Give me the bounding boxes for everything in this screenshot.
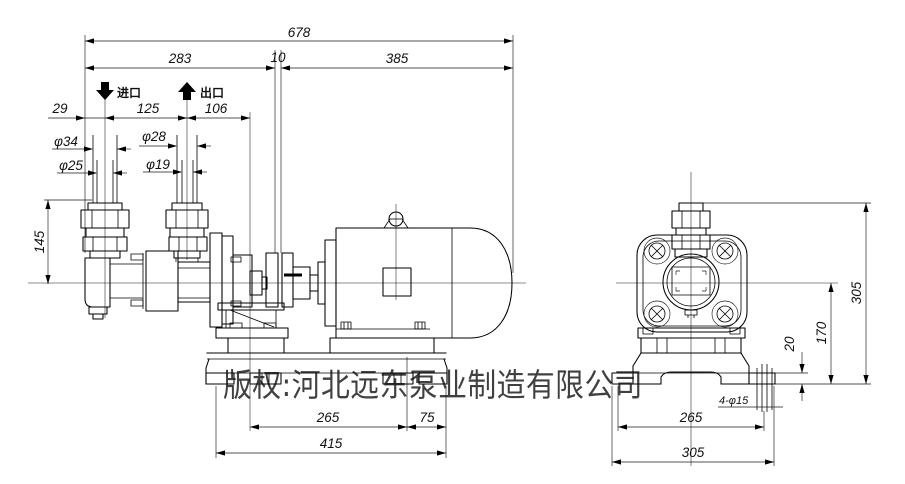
inlet-union-fitting — [80, 202, 130, 259]
top-union-fitting — [671, 202, 711, 258]
motor-riser-block — [329, 337, 435, 354]
dim-port-offsets: 29 125 106 — [48, 101, 250, 121]
dim-foot-overhang-value: 75 — [419, 410, 435, 425]
outlet-label: 出口 — [200, 85, 224, 100]
dim-inlet-offset-value: 29 — [51, 101, 68, 116]
dim-centerline-height: 170 — [814, 283, 834, 384]
dim-bolt-spacing: 265 — [618, 410, 764, 430]
dim-overall-length: 678 — [85, 25, 513, 44]
dim-foot-spacing-value: 265 — [316, 410, 340, 425]
bolt-hole-icon — [716, 242, 734, 260]
motor — [317, 211, 513, 354]
casing-front — [636, 234, 748, 333]
inlet-arrow-icon — [96, 82, 114, 100]
dim-base-width-value: 305 — [682, 445, 705, 460]
baseplate — [205, 352, 448, 385]
dim-foot-spacing: 265 — [250, 410, 407, 430]
dim-front-section-value: 283 — [168, 51, 192, 66]
dim-port-spacing-value: 125 — [137, 101, 160, 116]
dim-foot-thickness-value: 20 — [782, 336, 797, 353]
foot-pad-left — [611, 372, 634, 385]
dim-outlet-od: φ28 — [139, 129, 211, 149]
centerlines — [28, 96, 838, 466]
terminal-box — [382, 267, 412, 297]
dim-inlet-od: φ34 — [52, 134, 131, 152]
dim-coupling-gap-value: 10 — [270, 50, 286, 65]
dim-inlet-id-value: φ25 — [59, 158, 83, 173]
foot-pad-right — [748, 364, 776, 412]
outlet-arrow-icon — [178, 82, 196, 100]
dim-front-section: 283 — [85, 51, 275, 71]
dim-base-length-value: 415 — [320, 436, 343, 451]
pump-casing — [145, 250, 211, 312]
dim-foot-thickness: 20 — [782, 336, 805, 401]
inlet-pipe — [92, 135, 118, 203]
copyright-watermark: 版权:河北远东泵业制造有限公司 — [223, 366, 643, 404]
dim-overall-length-value: 678 — [288, 25, 311, 40]
outlet-union-fitting — [165, 202, 209, 259]
inlet-label: 进口 — [117, 85, 141, 100]
dim-motor-section-value: 385 — [386, 51, 409, 66]
side-view-drawing — [80, 135, 513, 385]
dim-outlet-od-value: φ28 — [142, 129, 166, 144]
bearing-bracket — [232, 254, 268, 308]
pump-pedestal — [215, 302, 289, 354]
suction-elbow — [84, 253, 144, 320]
dim-motor-section: 385 — [281, 51, 513, 71]
front-base — [611, 352, 776, 412]
front-view-drawing: 305 170 20 4-φ15 265 305 — [611, 202, 869, 465]
dim-base-length: 415 — [216, 436, 446, 456]
side-view-dimensions: 678 283 10 385 29 125 106 — [32, 25, 513, 456]
dim-outlet-to-support-value: 106 — [205, 101, 228, 116]
bolt-hole-icon — [648, 305, 666, 323]
dim-overall-height: 305 — [849, 203, 869, 384]
anchor-holes-callout: 4-φ15 — [718, 395, 783, 408]
bolt-hole-icon — [716, 305, 734, 323]
lifting-eye-icon — [388, 211, 404, 227]
dim-bolt-spacing-value: 265 — [679, 410, 703, 425]
anchor-holes-label: 4-φ15 — [719, 395, 749, 407]
dim-overall-height-value: 305 — [849, 281, 864, 304]
dim-outlet-id-value: φ19 — [146, 157, 170, 172]
dim-port-height-value: 145 — [32, 230, 47, 253]
dim-outlet-id: φ19 — [143, 157, 207, 175]
dim-coupling-gap: 10 — [270, 50, 286, 65]
dim-base-width: 305 — [612, 445, 774, 465]
dim-centerline-height-value: 170 — [814, 321, 829, 344]
dim-inlet-od-value: φ34 — [54, 134, 78, 149]
dim-inlet-id: φ25 — [57, 158, 127, 176]
coupling — [265, 252, 319, 308]
outlet-pipe — [176, 135, 198, 203]
dim-foot-overhang: 75 — [407, 410, 446, 430]
extension-lines — [44, 35, 871, 466]
dim-port-height: 145 — [32, 200, 51, 284]
bolt-hole-icon — [648, 242, 666, 260]
rear-flange — [209, 232, 242, 328]
